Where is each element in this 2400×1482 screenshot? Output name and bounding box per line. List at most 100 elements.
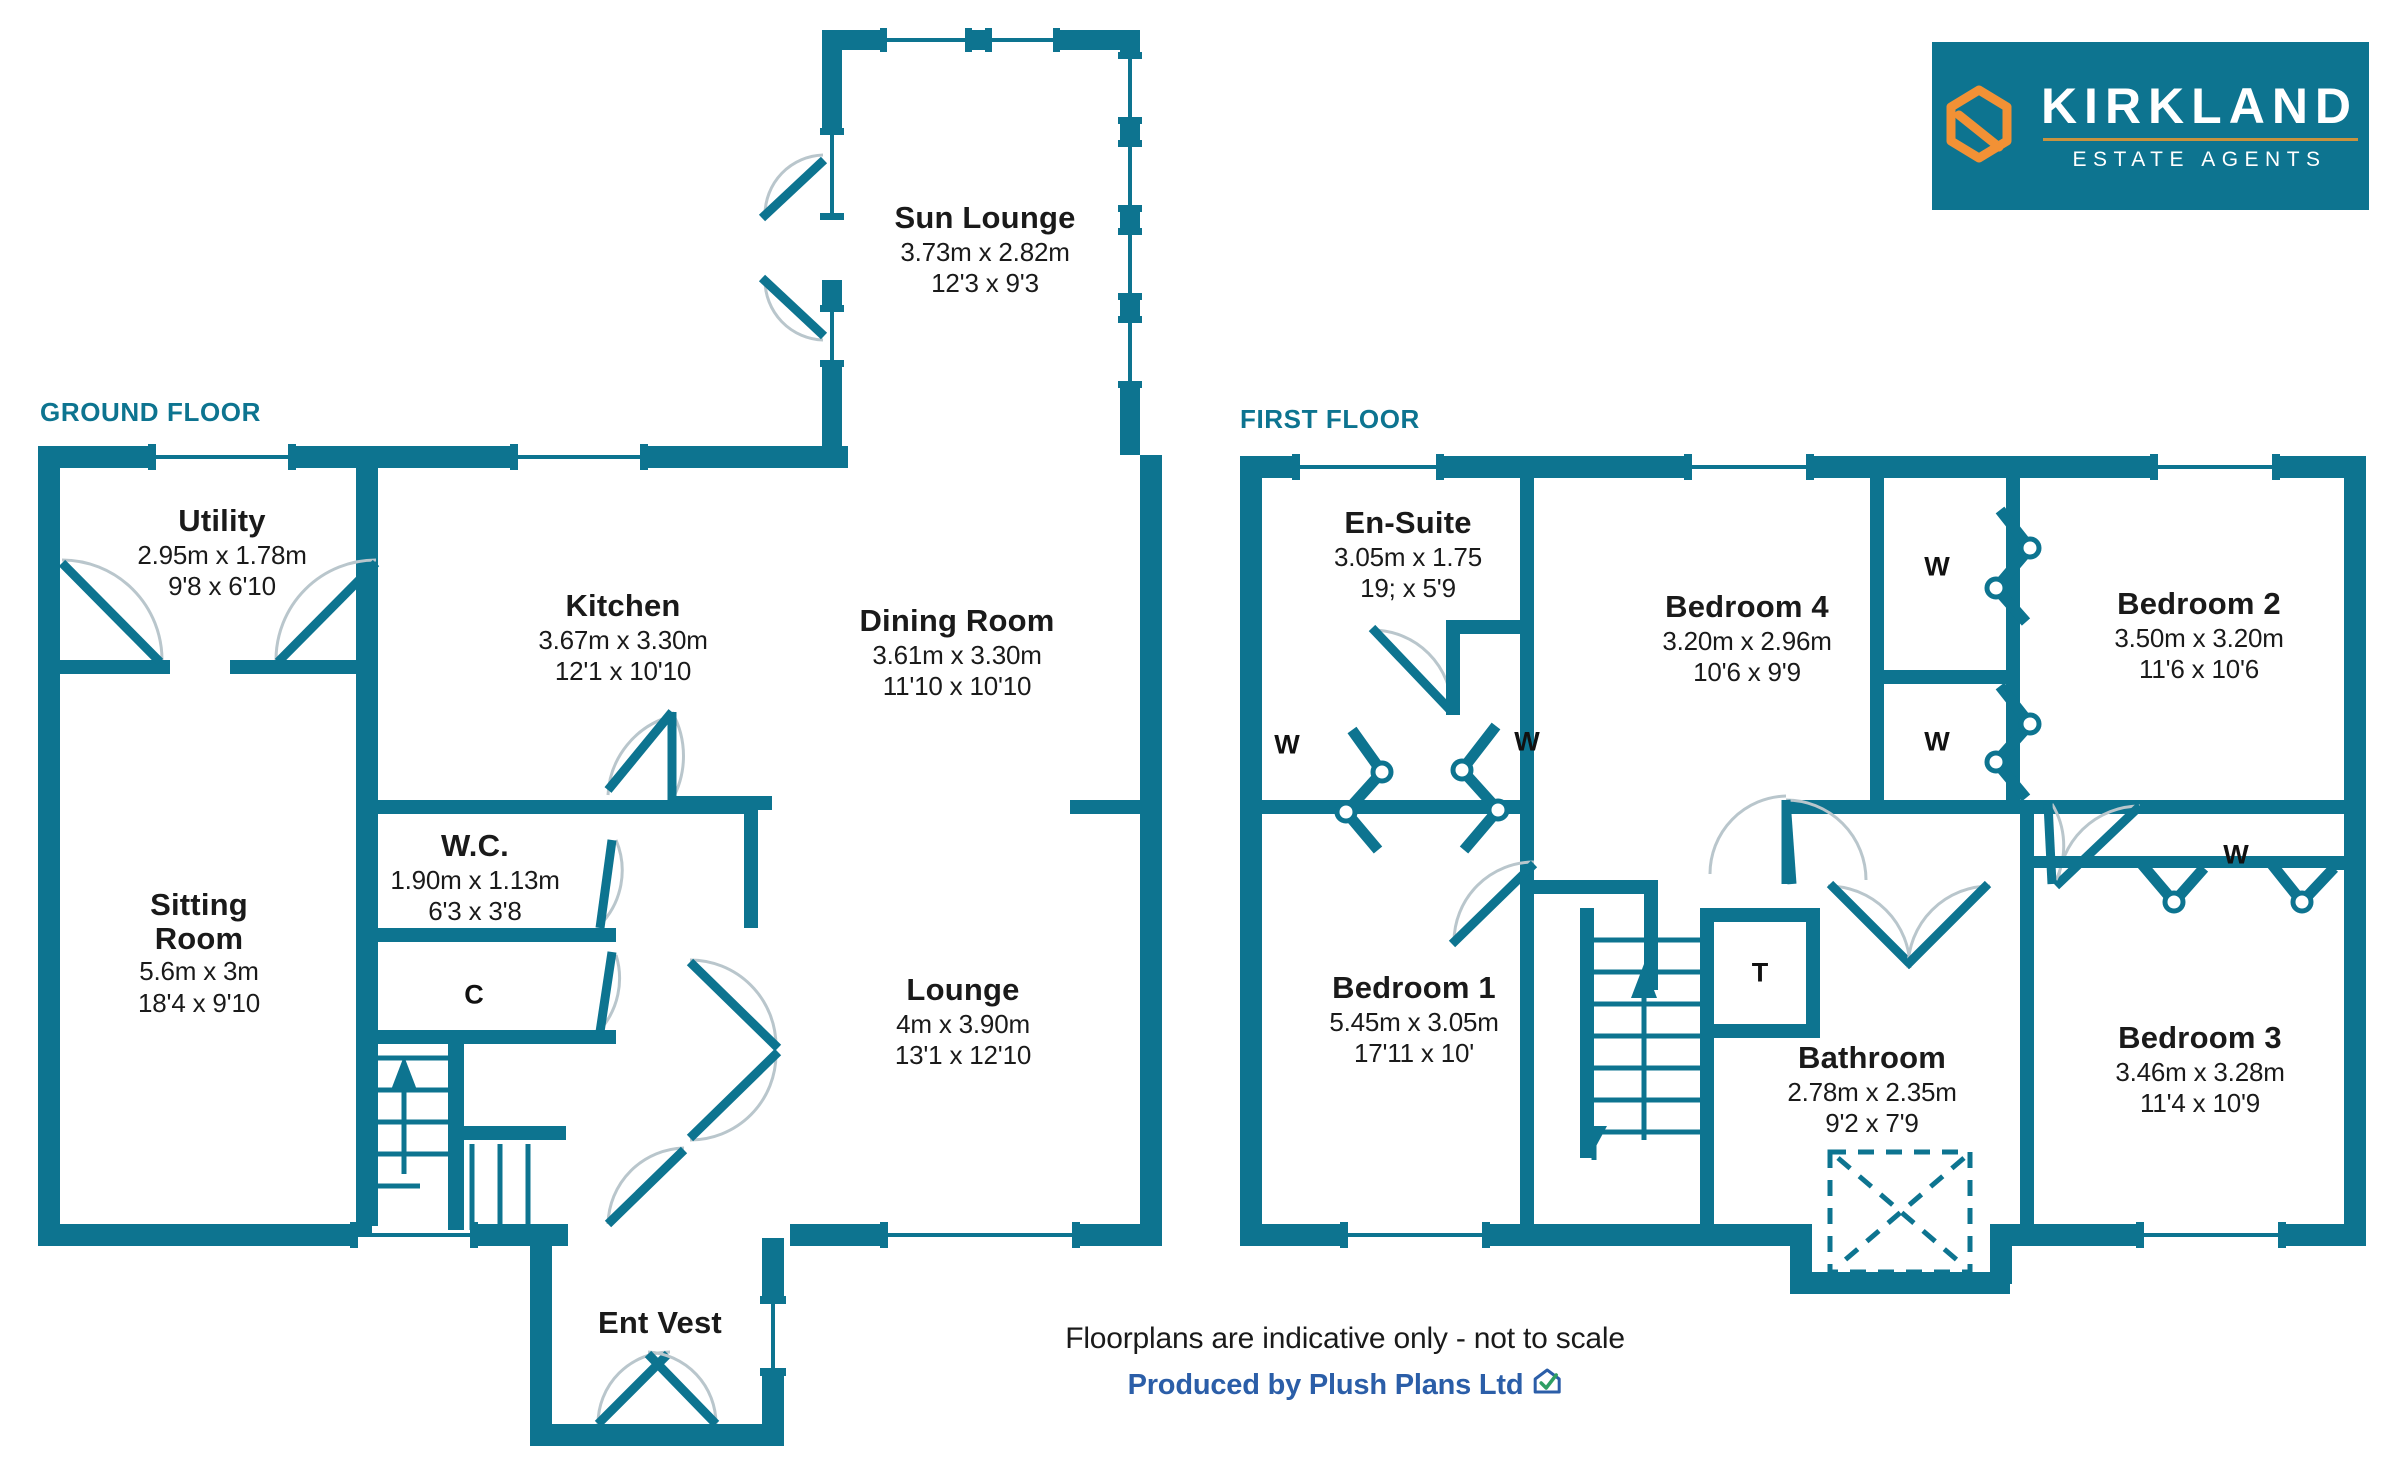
room-label-sitting-room: Sitting Room 5.6m x 3m 18'4 x 9'10 [138,887,260,1020]
room-imperial: 6'3 x 3'8 [428,896,522,927]
room-imperial: 9'8 x 6'10 [168,571,276,602]
room-name-line2: Room [154,921,244,957]
door-bed4 [1708,794,1868,885]
room-name: En-Suite [1344,505,1472,540]
room-name-line1: Sitting [150,887,248,922]
staircase-ground [356,1030,566,1235]
logo-divider [2042,137,2359,141]
marker-wardrobe-ensuite: W [1274,729,1300,760]
room-label-bedroom-1: Bedroom 1 5.45m x 3.05m 17'11 x 10' [1329,970,1499,1070]
window-utility-top [148,444,296,470]
staircase-first [1580,908,1700,1160]
room-metric: 2.78m x 2.35m [1787,1076,1957,1107]
wall-vest-bottom [530,1424,784,1446]
room-label-ent-vest: Ent Vest [598,1305,722,1342]
window-sunlounge-right-4 [1118,316,1142,388]
wall-utility-bottom-left [60,660,170,674]
marker-wardrobe-bed3: W [2223,839,2249,870]
bay-window-dashed [1827,1149,1973,1275]
room-name: Dining Room [859,603,1055,638]
room-imperial: 12'1 x 10'10 [554,656,692,687]
room-imperial: 11'6 x 10'6 [2138,654,2259,685]
window-sunlounge-top-2 [985,28,1060,52]
wardrobe-ensuite-left [1334,726,1394,854]
wall-ensuite-bottom [1240,800,1534,814]
door-bed1 [1448,860,1538,948]
room-name: W.C. [441,828,509,863]
wall-kitchen-door-head [672,796,772,810]
window-kitchen-top [510,444,648,470]
window-vest-right [760,1296,786,1376]
window-sunlounge-right-1 [1118,52,1142,124]
door-lounge-lower [686,1048,782,1142]
room-metric: 3.05m x 1.75 [1334,541,1482,572]
room-imperial: 11'10 x 10'10 [882,671,1032,702]
door-bathroom [1826,880,1916,970]
wall-ff-bay-bottom [1790,1272,2010,1294]
room-label-dining-room: Dining Room 3.61m x 3.30m 11'10 x 10'10 [859,603,1054,703]
room-name: Bedroom 4 [1665,589,1829,624]
room-label-bedroom-3: Bedroom 3 3.46m x 3.28m 11'4 x 10'9 [2115,1020,2285,1120]
wall-wc-bottom [356,928,616,942]
wall-bath-right [2020,814,2034,1234]
window-ensuite-top [1292,454,1444,480]
room-name: Sun Lounge [894,200,1076,235]
kirkland-house-icon [1943,85,2015,168]
window-bed2-top [2150,454,2280,480]
wall-landing-top [1534,880,1644,894]
wall-dining-lounge [1070,800,1162,814]
logo-tagline: ESTATE AGENTS [2072,147,2327,171]
wardrobe-bed2-upper [1984,506,2042,626]
wall-ensuite-right [1520,470,1534,810]
marker-wardrobe-bed2-upper: W [1924,551,1950,582]
wall-gf-junction [826,446,848,468]
wall-bed3-wardrobe-back [2034,856,2354,868]
room-label-kitchen: Kitchen 3.67m x 3.30m 12'1 x 10'10 [538,588,708,688]
door-ensuite [1368,624,1456,716]
room-label-bedroom-4: Bedroom 4 3.20m x 2.96m 10'6 x 9'9 [1662,589,1832,689]
room-metric: 3.73m x 2.82m [900,236,1070,267]
wall-bed1-right [1520,900,1534,1230]
wall-tank-bottom [1700,1024,1820,1038]
wardrobe-landing-left [1450,722,1510,854]
footer: Floorplans are indicative only - not to … [1065,1322,1625,1404]
room-metric: 5.45m x 3.05m [1329,1006,1499,1037]
wall-vest-left [530,1238,552,1438]
room-label-wc: W.C. 1.90m x 1.13m 6'3 x 3'8 [390,828,560,928]
room-imperial: 9'2 x 7'9 [1825,1108,1919,1139]
room-metric: 5.6m x 3m [139,956,259,987]
window-bed4-top [1684,454,1814,480]
window-bed1-bottom [1340,1222,1490,1248]
wall-cupboard-bottom [356,1030,616,1044]
door-bathroom2 [1902,880,1992,970]
room-label-lounge: Lounge 4m x 3.90m 13'1 x 12'10 [895,972,1031,1072]
wall-gf-right [1140,455,1162,1245]
logo-title: KIRKLAND [2040,78,2359,135]
wall-bath-left [1700,1024,1714,1234]
first-floor-walls [1240,454,2366,1294]
producer-credit: Produced by Plush Plans Ltd [1065,1366,1625,1404]
door-bed3 [2052,802,2144,890]
wall-bed2-cup [1870,670,2020,684]
window-sunlounge-top-1 [880,28,972,52]
marker-cupboard: C [464,979,484,1010]
marker-tank-cupboard: T [1751,957,1769,988]
room-imperial: 10'6 x 9'9 [1693,657,1801,688]
door-sunlounge-french [758,153,828,342]
window-sunlounge-right-2 [1118,140,1142,212]
disclaimer-text: Floorplans are indicative only - not to … [1065,1322,1625,1355]
room-metric: 1.90m x 1.13m [390,864,560,895]
room-imperial: 17'11 x 10' [1353,1038,1474,1069]
room-label-sun-lounge: Sun Lounge 3.73m x 2.82m 12'3 x 9'3 [894,200,1075,300]
room-metric: 3.20m x 2.96m [1662,625,1832,656]
wall-sunlounge-top [822,30,1140,50]
room-name: Kitchen [565,588,681,623]
window-sunlounge-left-1 [820,128,844,220]
marker-wardrobe-landing: W [1514,726,1540,757]
room-name: Bedroom 2 [2117,586,2281,621]
room-label-utility: Utility 2.95m x 1.78m 9'8 x 6'10 [137,503,307,603]
wall-ff-right [2344,456,2366,1246]
marker-wardrobe-bed2-lower: W [1924,726,1950,757]
wall-wc-top [356,800,756,814]
wall-gf-bottom-left [38,1224,328,1246]
